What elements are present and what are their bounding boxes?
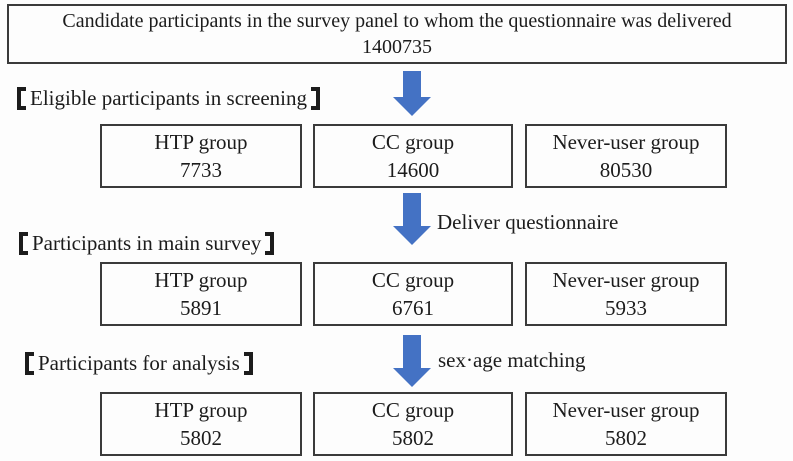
arrow-head	[393, 97, 431, 116]
group-name: Never-user group	[552, 268, 700, 292]
group-count: 6761	[392, 296, 434, 320]
group-name: HTP group	[154, 130, 248, 154]
group-count: 5891	[180, 296, 222, 320]
right-lenticular-bracket-icon	[265, 231, 275, 255]
section-label-screening: Eligible participants in screening	[17, 84, 320, 112]
down-arrow-to-main-survey-icon	[393, 193, 431, 245]
group-name: HTP group	[154, 268, 248, 292]
box-main-survey-never-user-group: Never-user group 5933	[525, 262, 727, 326]
box-analysis-htp-group: HTP group 5802	[100, 392, 302, 456]
group-count: 14600	[386, 158, 440, 182]
group-count: 5802	[605, 426, 647, 450]
group-name: CC group	[371, 130, 455, 154]
arrow-label-deliver-questionnaire: Deliver questionnaire	[437, 210, 619, 234]
box-main-survey-htp-group: HTP group 5891	[100, 262, 302, 326]
section-label-analysis: Participants for analysis	[25, 349, 253, 377]
section-label-main-survey: Participants in main survey	[19, 229, 275, 257]
arrow-stem	[403, 193, 421, 226]
section-label-main-survey-text: Participants in main survey	[32, 231, 262, 255]
down-arrow-to-screening-icon	[393, 71, 431, 116]
arrow-head	[393, 368, 431, 387]
box-screening-cc-group: CC group 14600	[313, 124, 513, 188]
group-count: 5933	[605, 296, 647, 320]
group-count: 80530	[599, 158, 653, 182]
arrow-stem	[403, 71, 421, 97]
group-name: Never-user group	[552, 130, 700, 154]
group-count: 5802	[392, 426, 434, 450]
group-name: CC group	[371, 398, 455, 422]
left-lenticular-bracket-icon	[17, 86, 26, 110]
candidate-participants-count: 1400735	[362, 36, 432, 58]
group-count: 5802	[180, 426, 222, 450]
box-screening-htp-group: HTP group 7733	[100, 124, 302, 188]
down-arrow-to-analysis-icon	[393, 335, 431, 387]
arrow-label-sex-age-matching: sex·age matching	[438, 348, 586, 372]
group-count: 7733	[180, 158, 222, 182]
section-label-analysis-text: Participants for analysis	[38, 351, 240, 375]
box-main-survey-cc-group: CC group 6761	[313, 262, 513, 326]
group-name: Never-user group	[552, 398, 700, 422]
candidate-participants-box: Candidate participants in the survey pan…	[7, 4, 787, 64]
group-name: HTP group	[154, 398, 248, 422]
candidate-participants-text: Candidate participants in the survey pan…	[62, 10, 732, 32]
box-screening-never-user-group: Never-user group 80530	[525, 124, 727, 188]
box-analysis-never-user-group: Never-user group 5802	[525, 392, 727, 456]
box-analysis-cc-group: CC group 5802	[313, 392, 513, 456]
arrow-head	[393, 226, 431, 245]
group-name: CC group	[371, 268, 455, 292]
left-lenticular-bracket-icon	[19, 231, 28, 255]
arrow-stem	[403, 335, 421, 368]
right-lenticular-bracket-icon	[243, 351, 253, 375]
right-lenticular-bracket-icon	[311, 86, 320, 110]
left-lenticular-bracket-icon	[25, 351, 34, 375]
section-label-screening-text: Eligible participants in screening	[30, 86, 307, 110]
